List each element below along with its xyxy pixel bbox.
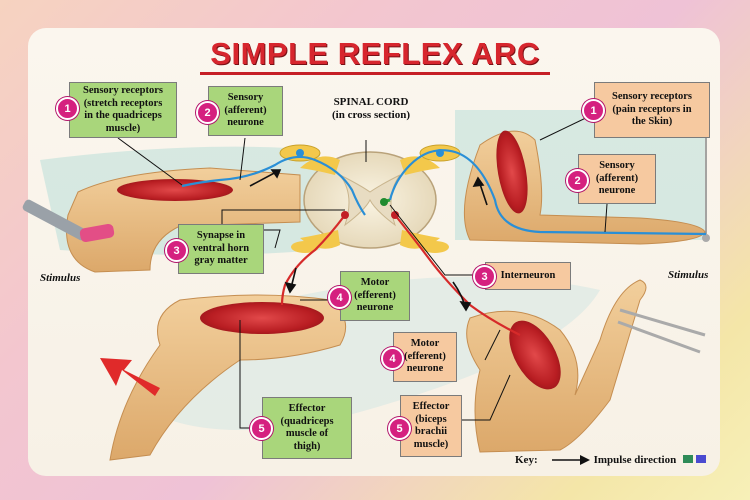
label-line: Effector <box>412 401 450 412</box>
label-left-sensory: Sensory (afferent) neurone <box>208 86 283 136</box>
reflex-hammer-left <box>22 199 115 243</box>
label-line: muscle) <box>413 438 449 450</box>
label-line: (pain receptors in <box>612 103 692 115</box>
right-dorsal-ganglion <box>436 149 444 157</box>
hand-pull-lines <box>617 308 706 354</box>
quadriceps-effector-muscle <box>200 302 324 334</box>
label-line: neurone <box>227 117 264 129</box>
label-line: Effector <box>288 403 326 414</box>
badge-synapse: 3 <box>165 239 188 262</box>
key-text: Impulse direction <box>593 454 677 466</box>
stimulus-right-label: Stimulus <box>668 269 709 281</box>
logo-mark-2 <box>696 455 706 463</box>
quadriceps-receptor-muscle <box>117 179 233 201</box>
label-line: Sensory <box>227 92 264 104</box>
label-line: (stretch receptors <box>83 97 163 109</box>
biceps-effector-muscle <box>509 320 561 390</box>
badge-left-motor: 4 <box>328 286 351 309</box>
badge-left-effector: 5 <box>250 417 273 440</box>
label-line: Interneuron <box>500 269 556 281</box>
label-left-motor: Motor (efferent) neurone <box>340 271 410 321</box>
interneuron-soma <box>380 198 388 206</box>
label-line: ventral horn <box>192 242 250 254</box>
label-line: Sensory receptors <box>83 85 163 96</box>
label-line: Synapse in <box>196 230 246 242</box>
label-line: neurone <box>598 185 636 197</box>
label-line: thigh) <box>293 440 321 452</box>
label-line: (quadriceps <box>280 415 334 427</box>
key-arrow-icon <box>552 455 590 465</box>
label-line: Sensory receptors <box>612 91 692 103</box>
spinal-cord-label: SPINAL CORD (in cross section) <box>316 96 426 122</box>
label-line: (efferent) <box>354 289 396 301</box>
badge-right-sensory: 2 <box>566 169 589 192</box>
impulse-arrows <box>249 169 488 312</box>
kick-arrow <box>100 358 160 396</box>
badge-right-receptors: 1 <box>582 99 605 122</box>
spinal-cord-subtitle: (in cross section) <box>331 109 410 121</box>
right-motor-soma <box>391 211 399 219</box>
label-right-sensory: Sensory (afferent) neurone <box>578 154 656 204</box>
label-line: Motor <box>360 277 390 289</box>
legend-key: Key: Impulse direction <box>515 454 676 466</box>
label-line: (afferent) <box>595 172 639 184</box>
badge-right-motor: 4 <box>381 347 404 370</box>
right-motor-nerve <box>394 214 521 336</box>
right-sensory-nerve <box>388 149 707 236</box>
label-line: (afferent) <box>224 104 267 116</box>
label-line: (efferent) <box>404 350 446 362</box>
key-label: Key: <box>515 454 538 466</box>
label-line: brachii <box>414 426 448 437</box>
title-underline <box>200 72 550 75</box>
label-line: the Skin) <box>631 116 673 128</box>
label-line: in the quadriceps <box>84 110 162 121</box>
label-interneuron: Interneuron <box>485 262 571 290</box>
badge-right-effector: 5 <box>388 417 411 440</box>
left-dorsal-ganglion <box>296 149 304 157</box>
label-left-receptors: Sensory receptors (stretch receptors in … <box>69 82 177 138</box>
left-motor-nerve <box>280 214 346 306</box>
label-line: muscle) <box>105 122 141 134</box>
stimulus-left-label: Stimulus <box>40 272 81 284</box>
label-line: (biceps <box>415 413 447 425</box>
label-synapse: Synapse in ventral horn gray matter <box>178 224 264 274</box>
left-sensory-nerve <box>181 155 366 216</box>
label-line: muscle of <box>285 428 329 439</box>
label-line: neurone <box>356 302 394 314</box>
label-right-receptors: Sensory receptors (pain receptors in the… <box>594 82 710 138</box>
right-arm <box>463 130 706 245</box>
page-title: SIMPLE REFLEX ARC <box>210 36 540 71</box>
label-line: Motor <box>410 338 440 350</box>
badge-interneuron: 3 <box>473 265 496 288</box>
spinal-cord-title: SPINAL CORD <box>333 96 409 108</box>
label-line: Sensory <box>599 160 635 172</box>
badge-left-sensory: 2 <box>196 101 219 124</box>
pin-stimulus <box>702 120 710 242</box>
badge-left-receptors: 1 <box>56 97 79 120</box>
label-line: gray matter <box>194 255 248 267</box>
arm-skin-muscle <box>496 130 528 214</box>
label-line: neurone <box>406 363 444 375</box>
left-motor-soma <box>341 211 349 219</box>
label-right-effector: Effector (biceps brachii muscle) <box>400 395 462 457</box>
logo-mark <box>683 455 693 463</box>
label-left-effector: Effector (quadriceps muscle of thigh) <box>262 397 352 459</box>
